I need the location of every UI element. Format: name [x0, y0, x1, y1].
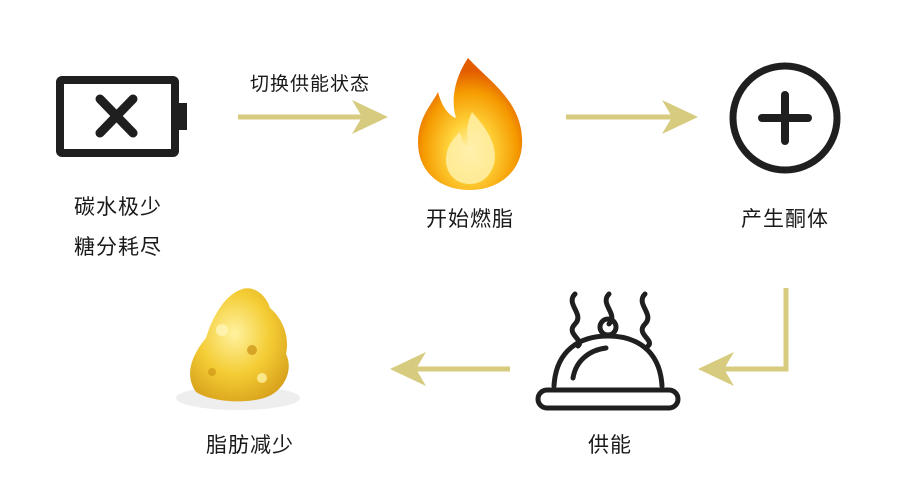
label-fat-reduction: 脂肪减少	[206, 433, 294, 457]
label-carbs-line-1: 碳水极少	[74, 195, 162, 219]
arrow-cloche-to-fat	[390, 352, 510, 386]
food-cloche-icon	[535, 291, 681, 411]
plus-circle-icon	[729, 62, 841, 174]
fat-lump-icon	[176, 288, 300, 410]
arrow-battery-to-flame	[238, 100, 388, 134]
battery-empty-icon	[56, 76, 187, 157]
label-produce-ketones: 产生酮体	[741, 207, 829, 231]
flame-icon	[418, 58, 523, 190]
arrow-plus-to-cloche	[698, 288, 789, 386]
label-carbs-line-2: 糖分耗尽	[74, 235, 162, 259]
arrow-flame-to-plus	[566, 100, 698, 134]
label-energy-supply: 供能	[588, 433, 632, 457]
label-switch-energy-state: 切换供能状态	[249, 73, 370, 95]
label-start-burning-fat: 开始燃脂	[426, 207, 514, 231]
label-low-carbs: 碳水极少 糖分耗尽	[58, 187, 178, 267]
